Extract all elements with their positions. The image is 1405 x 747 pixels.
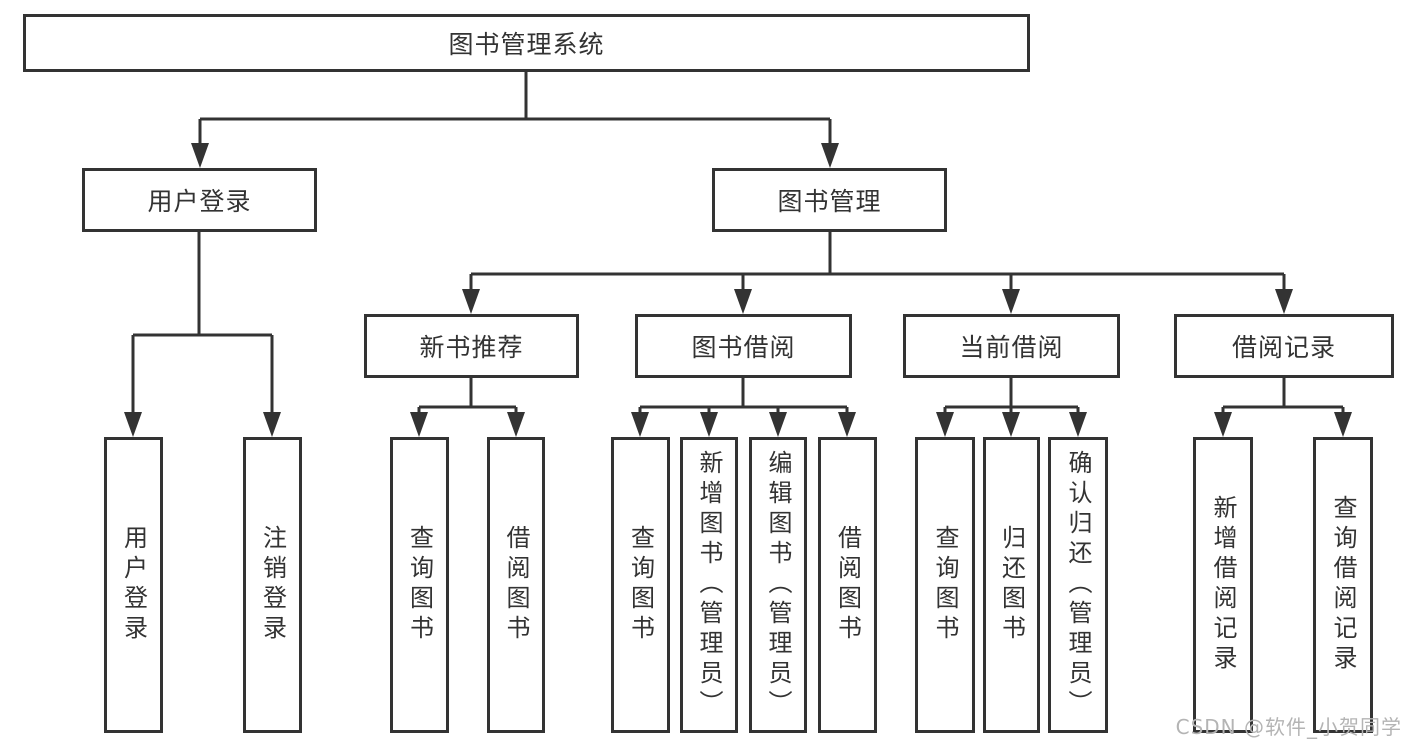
node-user-login-label: 用户登录 [147, 187, 252, 216]
csdn-watermark: CSDN @软件_小贺同学 [1175, 715, 1402, 739]
node-borrow-records: 借阅记录 [1174, 314, 1394, 378]
node-new-book-recommend: 新书推荐 [364, 314, 579, 378]
leaf-bb-add-books-label: 新增图书（管理员） [695, 450, 723, 720]
leaf-bb-borrow-books-label: 借阅图书 [833, 525, 862, 645]
node-book-borrowing-label: 图书借阅 [691, 333, 796, 362]
leaf-logout-label: 注销登录 [258, 525, 287, 645]
leaf-user-login-label: 用户登录 [119, 525, 148, 645]
leaf-logout: 注销登录 [243, 437, 302, 733]
leaf-br-query-record: 查询借阅记录 [1313, 437, 1373, 733]
leaf-cb-confirm-return: 确认归还（管理员） [1048, 437, 1108, 733]
leaf-rec-borrow-books: 借阅图书 [487, 437, 545, 733]
node-book-management-label: 图书管理 [777, 187, 882, 216]
leaf-bb-add-books: 新增图书（管理员） [680, 437, 738, 733]
leaf-bb-edit-books: 编辑图书（管理员） [749, 437, 807, 733]
leaf-rec-borrow-books-label: 借阅图书 [502, 525, 530, 645]
leaf-rec-query-books: 查询图书 [390, 437, 449, 733]
leaf-user-login: 用户登录 [104, 437, 163, 733]
leaf-cb-return-books: 归还图书 [983, 437, 1040, 733]
node-book-borrowing: 图书借阅 [635, 314, 852, 378]
leaf-bb-edit-books-label: 编辑图书（管理员） [764, 450, 792, 720]
leaf-cb-confirm-return-label: 确认归还（管理员） [1064, 450, 1092, 720]
node-borrow-records-label: 借阅记录 [1231, 333, 1336, 362]
node-root-label: 图书管理系统 [448, 30, 605, 59]
node-current-borrowing: 当前借阅 [903, 314, 1120, 378]
leaf-cb-query-books: 查询图书 [915, 437, 975, 733]
node-root: 图书管理系统 [23, 14, 1030, 72]
node-book-management: 图书管理 [712, 168, 947, 232]
node-new-book-recommend-label: 新书推荐 [419, 333, 524, 362]
leaf-br-add-record-label: 新增借阅记录 [1209, 495, 1237, 675]
leaf-bb-query-books: 查询图书 [611, 437, 670, 733]
leaf-br-query-record-label: 查询借阅记录 [1329, 495, 1357, 675]
arrowheads [124, 143, 1352, 437]
leaf-br-add-record: 新增借阅记录 [1193, 437, 1253, 733]
leaf-rec-query-books-label: 查询图书 [405, 525, 434, 645]
leaf-cb-return-books-label: 归还图书 [997, 525, 1026, 645]
leaf-cb-query-books-label: 查询图书 [931, 525, 959, 645]
leaf-bb-query-books-label: 查询图书 [626, 525, 655, 645]
node-current-borrowing-label: 当前借阅 [959, 333, 1064, 362]
node-user-login: 用户登录 [82, 168, 317, 232]
leaf-bb-borrow-books: 借阅图书 [818, 437, 877, 733]
